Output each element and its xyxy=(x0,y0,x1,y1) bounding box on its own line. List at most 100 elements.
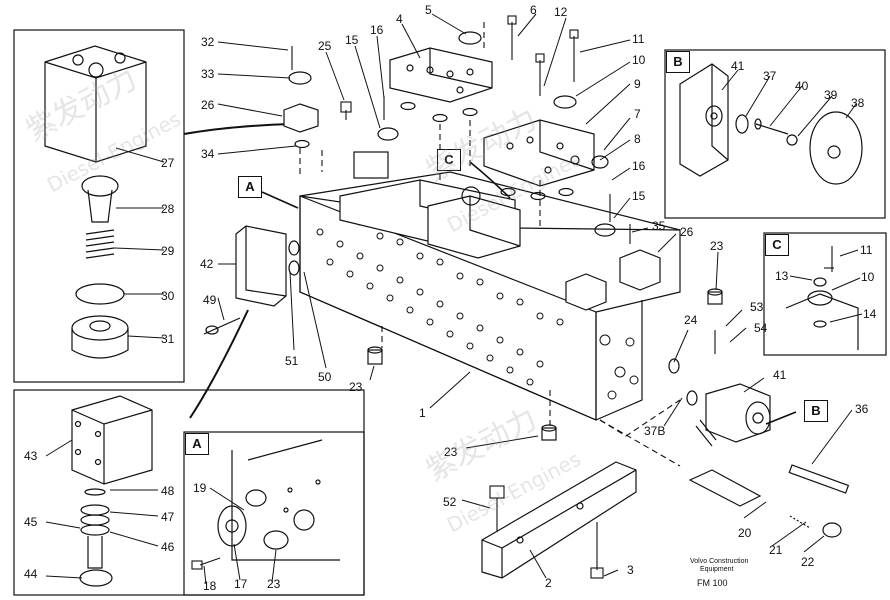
callout-1: 1 xyxy=(419,406,426,420)
callout-27: 27 xyxy=(161,156,175,170)
b-detail-inset-parts xyxy=(679,63,863,185)
callout-18: 18 xyxy=(203,579,217,593)
callout-41b: 41 xyxy=(731,59,745,73)
callout-5: 5 xyxy=(425,3,432,17)
inset-frame-relief xyxy=(13,389,365,596)
callout-48: 48 xyxy=(161,484,175,498)
callout-8: 8 xyxy=(634,132,641,146)
callout-2: 2 xyxy=(545,576,552,590)
callout-23: 23 xyxy=(710,239,724,253)
callout-50: 50 xyxy=(318,370,332,384)
inset-frame-c-detail xyxy=(763,232,887,356)
callout-25: 25 xyxy=(318,39,332,53)
credit-line-1: Volvo Construction xyxy=(690,558,749,565)
callout-24: 24 xyxy=(684,313,698,327)
callout-11b: 11 xyxy=(860,243,873,257)
callout-14: 14 xyxy=(863,307,877,321)
cover-block-4 xyxy=(389,47,493,103)
callout-42: 42 xyxy=(200,257,214,271)
callout-43: 43 xyxy=(24,449,38,463)
plate-42 xyxy=(203,225,287,335)
c-detail-inset-parts xyxy=(785,277,859,350)
inset-tag-c: C xyxy=(765,234,789,256)
callout-49: 49 xyxy=(203,293,217,307)
callout-11: 11 xyxy=(632,32,645,46)
callout-16: 16 xyxy=(370,23,384,37)
tag-pointers xyxy=(261,161,797,425)
callout-32: 32 xyxy=(201,35,215,49)
callout-51: 51 xyxy=(285,354,299,368)
callout-22: 22 xyxy=(801,555,815,569)
callout-37b: 37B xyxy=(644,424,666,438)
reference-tag-b: B xyxy=(804,400,828,422)
callout-30: 30 xyxy=(161,289,175,303)
callout-46: 46 xyxy=(161,540,175,554)
callout-9: 9 xyxy=(634,77,641,91)
callout-7: 7 xyxy=(634,107,641,121)
inset-frame-b-detail xyxy=(664,49,886,219)
relief-valve-41 xyxy=(688,383,850,538)
callout-17: 17 xyxy=(234,577,248,591)
callout-33: 33 xyxy=(201,67,215,81)
callout-34: 34 xyxy=(201,147,215,161)
reference-tag-c: C xyxy=(437,149,461,171)
top-block-stack xyxy=(339,179,521,259)
callout-23d: 23 xyxy=(267,577,281,591)
callout-36: 36 xyxy=(855,402,869,416)
main-valve-block xyxy=(299,171,681,421)
callout-28: 28 xyxy=(161,202,175,216)
callout-leaders xyxy=(45,13,863,585)
callout-23c: 23 xyxy=(444,445,458,459)
leader-to-relief xyxy=(189,309,249,419)
callout-40: 40 xyxy=(795,79,809,93)
callout-6: 6 xyxy=(530,3,537,17)
callout-44: 44 xyxy=(24,567,38,581)
callout-10b: 10 xyxy=(861,270,875,284)
reference-tag-a: A xyxy=(238,176,262,198)
callout-38: 38 xyxy=(851,96,865,110)
callout-41: 41 xyxy=(773,368,787,382)
callout-31: 31 xyxy=(161,332,175,346)
callout-15b: 15 xyxy=(632,189,646,203)
callout-19: 19 xyxy=(193,481,207,495)
callout-29: 29 xyxy=(161,244,175,258)
inset-frame-a-detail xyxy=(183,431,365,596)
callout-13: 13 xyxy=(775,269,789,283)
inset-tag-a: A xyxy=(185,433,209,455)
callout-26b: 26 xyxy=(680,225,694,239)
callout-37: 37 xyxy=(763,69,777,83)
callout-47: 47 xyxy=(161,510,175,524)
assembly-lines xyxy=(299,22,681,467)
bar-2 xyxy=(481,461,637,579)
a-detail-inset-parts xyxy=(217,439,340,561)
inset-tag-b: B xyxy=(666,51,690,73)
callout-53: 53 xyxy=(750,300,764,314)
bolts xyxy=(191,15,834,579)
callout-4: 4 xyxy=(396,12,403,26)
callout-52: 52 xyxy=(443,495,457,509)
solenoid-parts-top xyxy=(283,31,661,311)
callout-3: 3 xyxy=(627,563,634,577)
callout-12: 12 xyxy=(554,5,568,19)
callout-39: 39 xyxy=(824,88,838,102)
callout-54: 54 xyxy=(754,321,768,335)
callout-16b: 16 xyxy=(632,159,646,173)
callout-21: 21 xyxy=(769,543,783,557)
cartridge-inset-parts xyxy=(44,45,147,359)
plugs-23 xyxy=(367,288,723,441)
callout-23b: 23 xyxy=(349,380,363,394)
figure-code: FM 100 xyxy=(697,578,728,588)
inset-frame-cartridge xyxy=(13,29,185,383)
callout-45: 45 xyxy=(24,515,38,529)
o-rings xyxy=(288,101,698,406)
relief-inset-parts xyxy=(71,395,153,587)
callout-26: 26 xyxy=(201,98,215,112)
callout-20: 20 xyxy=(738,526,752,540)
callout-15: 15 xyxy=(345,33,359,47)
credit-line-2: Equipment xyxy=(700,566,734,573)
cover-block-9 xyxy=(483,119,595,187)
callout-35: 35 xyxy=(652,219,666,233)
leader-to-cartridge xyxy=(183,123,291,135)
callout-10: 10 xyxy=(632,53,646,67)
